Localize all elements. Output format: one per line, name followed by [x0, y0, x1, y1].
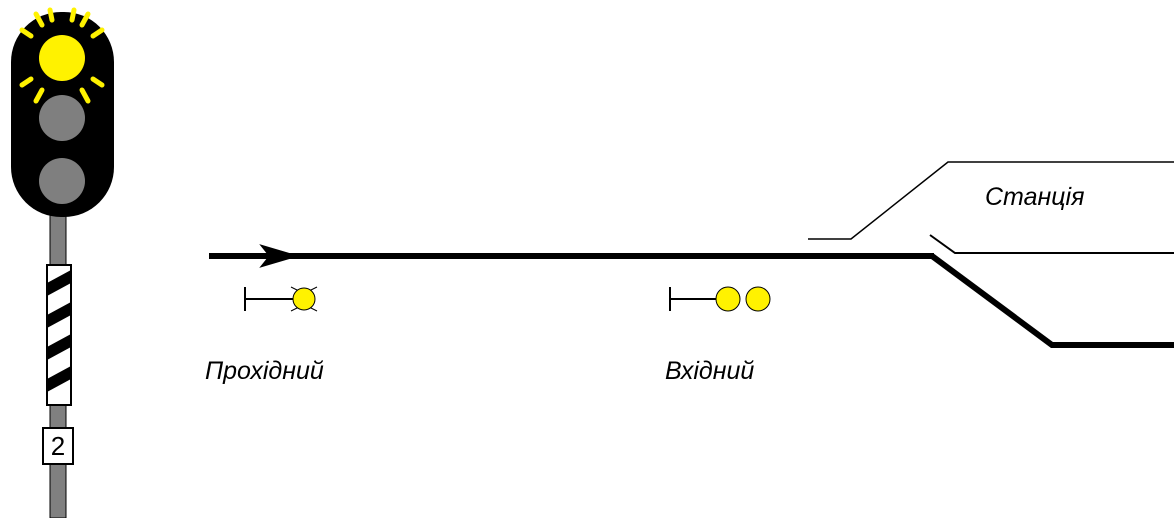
lamp-yellow-lit	[39, 35, 85, 81]
main-signal	[11, 7, 114, 518]
block-signal-label: Прохідний	[205, 357, 324, 385]
track-layout	[209, 161, 1174, 348]
entry-signal-label: Вхідний	[665, 357, 755, 385]
entry-signal-symbol	[669, 286, 771, 312]
lit-lamp-rays-icon	[19, 7, 105, 104]
direction-arrow-icon	[259, 244, 300, 268]
block-signal-symbol	[244, 286, 318, 312]
diverging-track	[930, 253, 1174, 348]
lamp-bottom-off	[39, 158, 85, 204]
entry-signal-lamp-2	[745, 286, 771, 312]
entry-signal-lamp-1	[715, 286, 741, 312]
lamp-middle-off	[39, 95, 85, 141]
station-track	[929, 234, 1174, 254]
block-signal-lamp-lit	[292, 287, 316, 311]
striped-band	[46, 264, 72, 406]
station-label: Станція	[985, 183, 1085, 211]
station-boundary	[808, 161, 1174, 240]
signal-number-plate: 2	[42, 427, 74, 465]
